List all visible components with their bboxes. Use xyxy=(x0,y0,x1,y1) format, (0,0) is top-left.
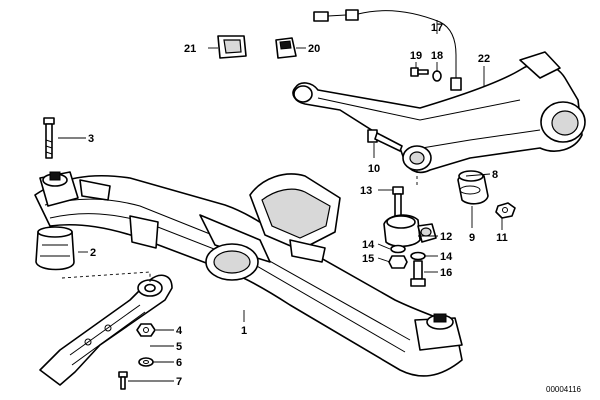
callout-21: 21 xyxy=(184,43,196,55)
washer-6 xyxy=(138,357,154,367)
support-bracket xyxy=(39,271,173,386)
bolt-part-3 xyxy=(43,117,55,159)
callout-15: 15 xyxy=(362,253,374,265)
rubber-bushing-9 xyxy=(457,170,489,205)
mount-block-20 xyxy=(275,37,297,59)
callout-17: 17 xyxy=(431,22,443,34)
callout-13: 13 xyxy=(360,185,372,197)
callout-7: 7 xyxy=(176,376,182,388)
callout-22: 22 xyxy=(478,53,490,65)
washer-18 xyxy=(432,70,442,82)
diagram-reference-number: 00004116 xyxy=(546,385,582,394)
trailing-arm xyxy=(292,51,586,186)
leader-lines xyxy=(58,20,503,382)
callout-14-left: 14 xyxy=(362,239,375,251)
callout-5: 5 xyxy=(176,341,182,353)
rear-axle-carrier xyxy=(34,171,463,377)
callout-1: 1 xyxy=(241,325,247,337)
speed-sensor-cable xyxy=(313,9,462,91)
hex-nut-4 xyxy=(136,323,156,337)
callout-labels: 1 2 3 4 5 6 7 8 9 10 11 12 13 14 14 15 1… xyxy=(88,22,508,388)
callout-3: 3 xyxy=(88,133,94,145)
washer-14-left xyxy=(390,244,406,254)
washer-14-right xyxy=(410,251,426,261)
mount-block-21 xyxy=(217,35,247,59)
callout-19: 19 xyxy=(410,50,422,62)
callout-11: 11 xyxy=(496,232,508,244)
rubber-mount xyxy=(35,226,75,271)
nut-11 xyxy=(495,202,516,219)
callout-8: 8 xyxy=(492,169,498,181)
callout-6: 6 xyxy=(176,357,182,369)
callout-16: 16 xyxy=(440,267,452,279)
nut-15 xyxy=(388,255,408,269)
callout-20: 20 xyxy=(308,43,320,55)
bolt-19 xyxy=(410,67,429,77)
callout-18: 18 xyxy=(431,50,443,62)
bolt-16 xyxy=(410,260,426,287)
bolt-10 xyxy=(367,129,403,152)
callout-10: 10 xyxy=(368,163,380,175)
callout-2: 2 xyxy=(90,247,96,259)
screw-7 xyxy=(118,371,128,390)
callout-12: 12 xyxy=(440,231,452,243)
callout-14-right: 14 xyxy=(440,251,453,263)
callout-9: 9 xyxy=(469,232,475,244)
mount-bracket-12 xyxy=(383,214,437,248)
callout-4: 4 xyxy=(176,325,183,337)
